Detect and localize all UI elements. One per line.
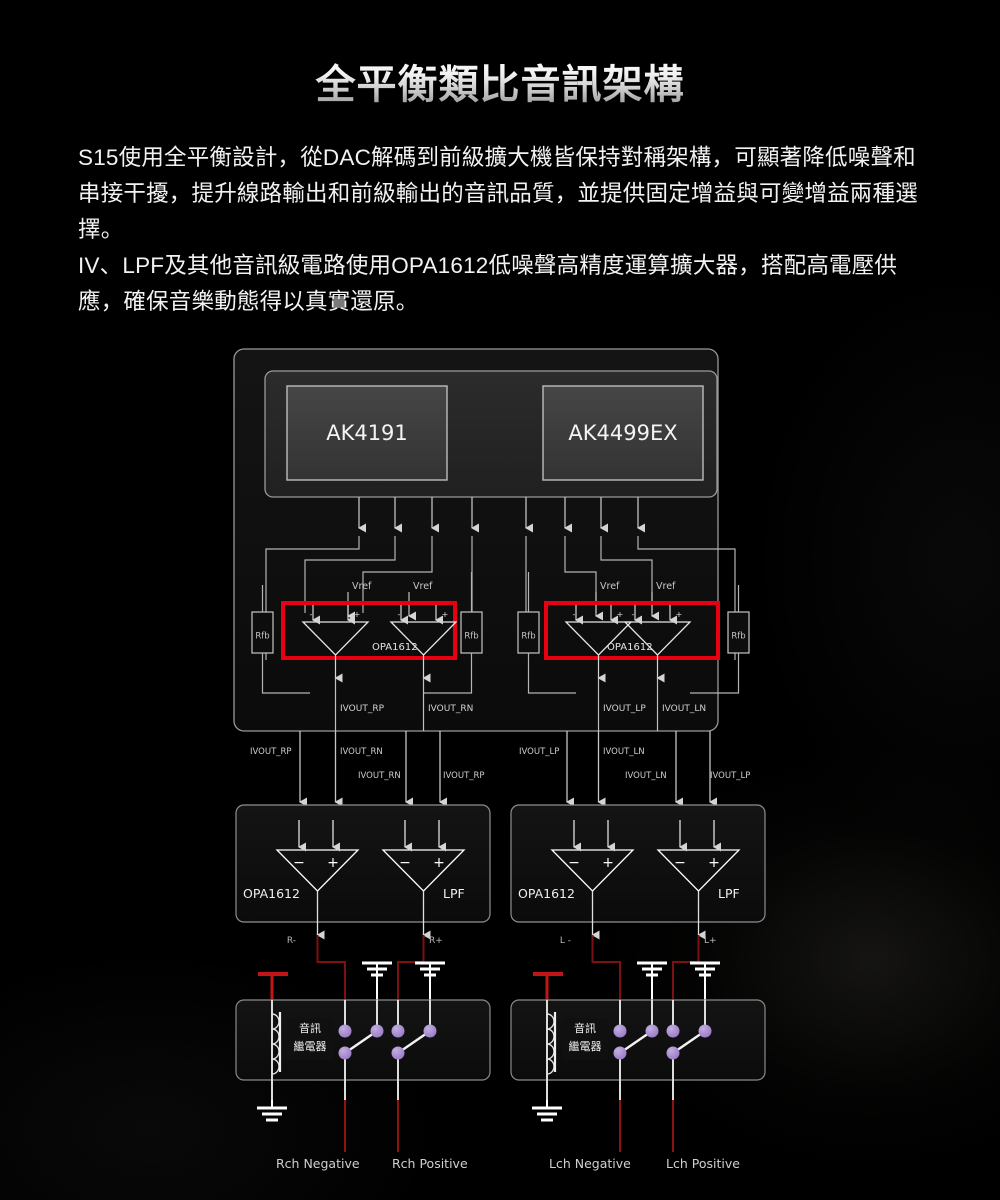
opamp-minus: - xyxy=(398,610,401,619)
dac-chip-ak4499ex: AK4499EX xyxy=(542,385,704,481)
node-label-r-negative: R- xyxy=(287,936,296,946)
output-label-lch-negative: Lch Negative xyxy=(549,1156,631,1171)
bus-label-rn-2: IVOUT_RN xyxy=(358,771,401,781)
lpf-panel-right xyxy=(510,804,766,923)
lpf-opamp-right-2: − + xyxy=(656,820,741,940)
lpf-opamp-minus: − xyxy=(674,855,686,871)
output-label-rch-positive: Rch Positive xyxy=(392,1156,468,1171)
iv-highlight-box-left xyxy=(281,601,457,660)
lpf-filter-label-left: LPF xyxy=(443,886,465,901)
bus-label-rp-2: IVOUT_RP xyxy=(443,771,485,781)
opamp-plus: + xyxy=(676,610,683,619)
iv-output-labels: IVOUT_RP IVOUT_RN IVOUT_LP IVOUT_LN xyxy=(340,704,706,714)
dac-chip-ak4191: AK4191 xyxy=(286,385,448,481)
iv-opamp-label-right: OPA1612 xyxy=(607,642,653,653)
signal-routing-red xyxy=(316,935,700,1008)
lpf-opamp-left-2: − + xyxy=(381,820,466,940)
ground-symbol xyxy=(257,1100,287,1122)
output-leads xyxy=(344,1100,674,1152)
dac-chip-left-label: AK4191 xyxy=(326,421,408,445)
bus-label-rn: IVOUT_RN xyxy=(340,747,383,757)
rfb-resistors: Rfb Rfb Rfb Rfb xyxy=(251,572,750,694)
iv-out-label-lp: IVOUT_LP xyxy=(603,704,646,714)
ground-symbol xyxy=(532,1100,562,1122)
rfb-right-inner: Rfb xyxy=(517,572,576,694)
iv-out-label-rp: IVOUT_RP xyxy=(340,704,385,714)
output-labels: Rch Negative Rch Positive Lch Negative L… xyxy=(276,1156,740,1171)
lpf-opamp-right-1: − + xyxy=(550,820,635,940)
opamp-plus: + xyxy=(617,610,624,619)
lpf-opamp-minus: − xyxy=(568,855,580,871)
bus-label-lp-2: IVOUT_LP xyxy=(710,771,750,781)
iv-opamp-right-1: - + xyxy=(564,605,633,683)
lpf-opamp-left-1: − + xyxy=(275,820,360,940)
relay-right: 音訊 繼電器 xyxy=(546,1000,712,1100)
description-paragraph-1: S15使用全平衡設計，從DAC解碼到前級擴大機皆保持對稱架構，可顯著降低噪聲和串… xyxy=(78,145,918,242)
iv-output-dropdowns xyxy=(334,678,659,731)
opamp-plus: + xyxy=(354,610,361,619)
relay-label-line1: 音訊 xyxy=(574,1021,596,1035)
iv-opamp-right-2: - + xyxy=(623,605,692,683)
iv-opamp-left-2: - + xyxy=(389,605,458,683)
relay-label-line2: 繼電器 xyxy=(294,1039,327,1053)
vref-labels: Vref Vref Vref Vref xyxy=(352,581,676,592)
opamp-minus: - xyxy=(310,610,313,619)
rfb-right-outer: Rfb xyxy=(690,585,750,694)
rfb-label: Rfb xyxy=(731,632,745,642)
bus-label-lp: IVOUT_LP xyxy=(519,747,559,757)
lpf-panel-left xyxy=(235,804,491,923)
bus-label-ln: IVOUT_LN xyxy=(603,747,645,757)
vref-label-4: Vref xyxy=(656,581,676,592)
lpf-filter-label-right: LPF xyxy=(718,886,740,901)
iv-opamp-label-left: OPA1612 xyxy=(372,642,418,653)
lpf-opamp-plus: + xyxy=(708,855,720,871)
bus-label-ln-2: IVOUT_LN xyxy=(625,771,667,781)
rfb-label: Rfb xyxy=(521,632,535,642)
iv-out-label-ln: IVOUT_LN xyxy=(662,704,706,714)
bus-labels-lower-row: IVOUT_RN IVOUT_RP IVOUT_LN IVOUT_LP xyxy=(358,771,750,781)
node-labels: R- R+ L - L+ xyxy=(287,936,717,946)
bus-label-rp: IVOUT_RP xyxy=(250,747,292,757)
rfb-label: Rfb xyxy=(255,632,269,642)
rfb-label: Rfb xyxy=(464,632,478,642)
dac-output-lines xyxy=(358,497,645,533)
iv-highlight-box-right xyxy=(544,601,720,660)
dac-chip-right-label: AK4499EX xyxy=(568,421,677,445)
lpf-opamp-label-right: OPA1612 xyxy=(518,886,575,901)
relay-left: 音訊 繼電器 xyxy=(271,1000,437,1100)
node-label-l-positive: L+ xyxy=(704,936,717,946)
node-label-l-negative: L - xyxy=(560,936,571,946)
description-paragraph-2: IV、LPF及其他音訊級電路使用OPA1612低噪聲高精度運算擴大器，搭配高電壓… xyxy=(78,253,898,314)
opamp-minus: - xyxy=(573,610,576,619)
lpf-opamp-plus: + xyxy=(433,855,445,871)
bus-labels-upper-row: IVOUT_RP IVOUT_RN IVOUT_LP IVOUT_LN xyxy=(250,747,645,757)
vref-label-1: Vref xyxy=(352,581,372,592)
lpf-opamp-minus: − xyxy=(399,855,411,871)
node-label-r-positive: R+ xyxy=(429,936,443,946)
lpf-opamp-plus: + xyxy=(602,855,614,871)
rfb-left-inner: Rfb xyxy=(424,572,483,694)
output-label-lch-positive: Lch Positive xyxy=(666,1156,740,1171)
lpf-opamp-minus: − xyxy=(293,855,305,871)
ground-symbols-bottom xyxy=(257,1100,562,1122)
ground-symbol xyxy=(637,961,667,1008)
relay-label-line1: 音訊 xyxy=(299,1021,321,1035)
vref-label-2: Vref xyxy=(413,581,433,592)
iv-to-lpf-bus xyxy=(299,731,717,807)
iv-out-label-rn: IVOUT_RN xyxy=(428,704,473,714)
lpf-opamp-label-left: OPA1612 xyxy=(243,886,300,901)
vref-label-3: Vref xyxy=(600,581,620,592)
relay-label-line2: 繼電器 xyxy=(569,1039,602,1053)
opamp-plus: + xyxy=(442,610,449,619)
rfb-left-outer: Rfb xyxy=(251,585,310,694)
page-title: 全平衡類比音訊架構 xyxy=(0,52,1000,110)
iv-opamp-left-1: - + xyxy=(301,605,370,683)
output-label-rch-negative: Rch Negative xyxy=(276,1156,360,1171)
lpf-opamp-plus: + xyxy=(327,855,339,871)
opamp-minus: - xyxy=(632,610,635,619)
